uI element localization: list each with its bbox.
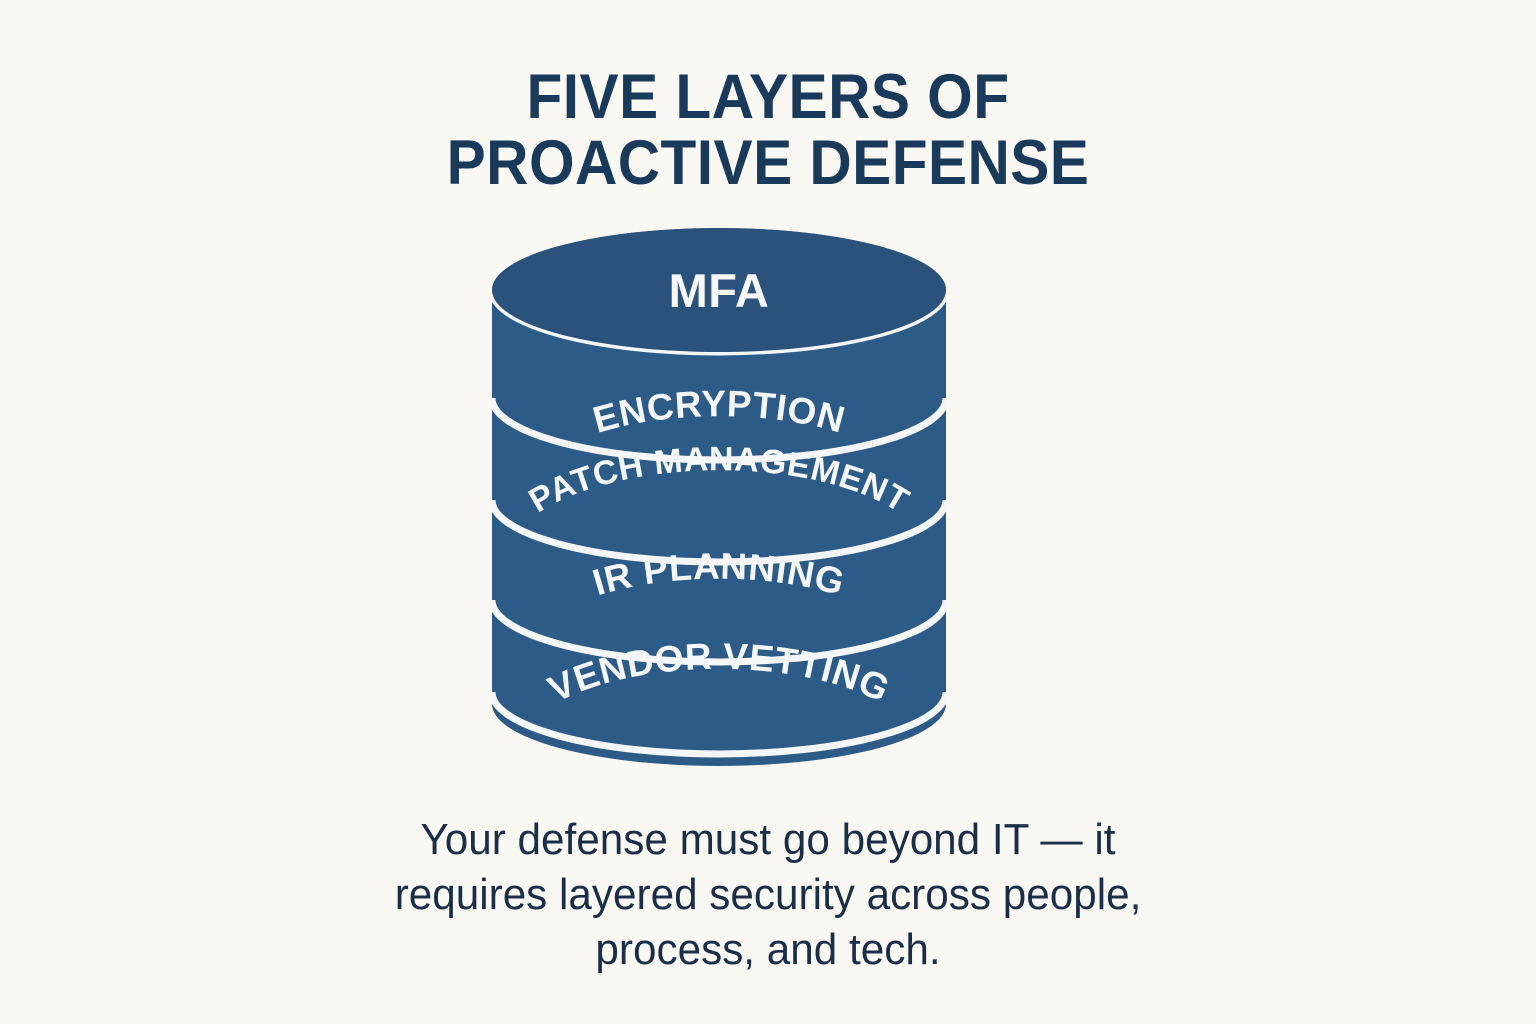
cylinder-top-disc bbox=[492, 228, 946, 352]
band-separator-3 bbox=[492, 499, 946, 566]
layer-label-mfa: MFA bbox=[669, 264, 770, 317]
caption-line-2: requires layered security across people, bbox=[394, 870, 1142, 919]
band-separator-5 bbox=[492, 691, 946, 758]
caption-line-1: Your defense must go beyond IT — it bbox=[420, 815, 1116, 864]
cylinder-silhouette bbox=[492, 228, 946, 766]
band-separator-2 bbox=[492, 397, 946, 464]
page-title: FIVE LAYERS OF PROACTIVE DEFENSE bbox=[0, 64, 1536, 196]
caption-line-3: process, and tech. bbox=[595, 925, 941, 974]
cylinder-body bbox=[492, 228, 946, 766]
cylinder-svg: MFA ENCRYPTION PATCH MANAGEMENT IR PLANN… bbox=[492, 228, 946, 766]
caption: Your defense must go beyond IT — it requ… bbox=[0, 812, 1536, 977]
top-disc-ellipse bbox=[492, 228, 946, 352]
band-separator-4 bbox=[492, 599, 946, 666]
title-line-2: PROACTIVE DEFENSE bbox=[446, 128, 1090, 198]
title-line-1: FIVE LAYERS OF bbox=[526, 62, 1010, 132]
layered-cylinder-diagram: MFA ENCRYPTION PATCH MANAGEMENT IR PLANN… bbox=[466, 212, 972, 792]
